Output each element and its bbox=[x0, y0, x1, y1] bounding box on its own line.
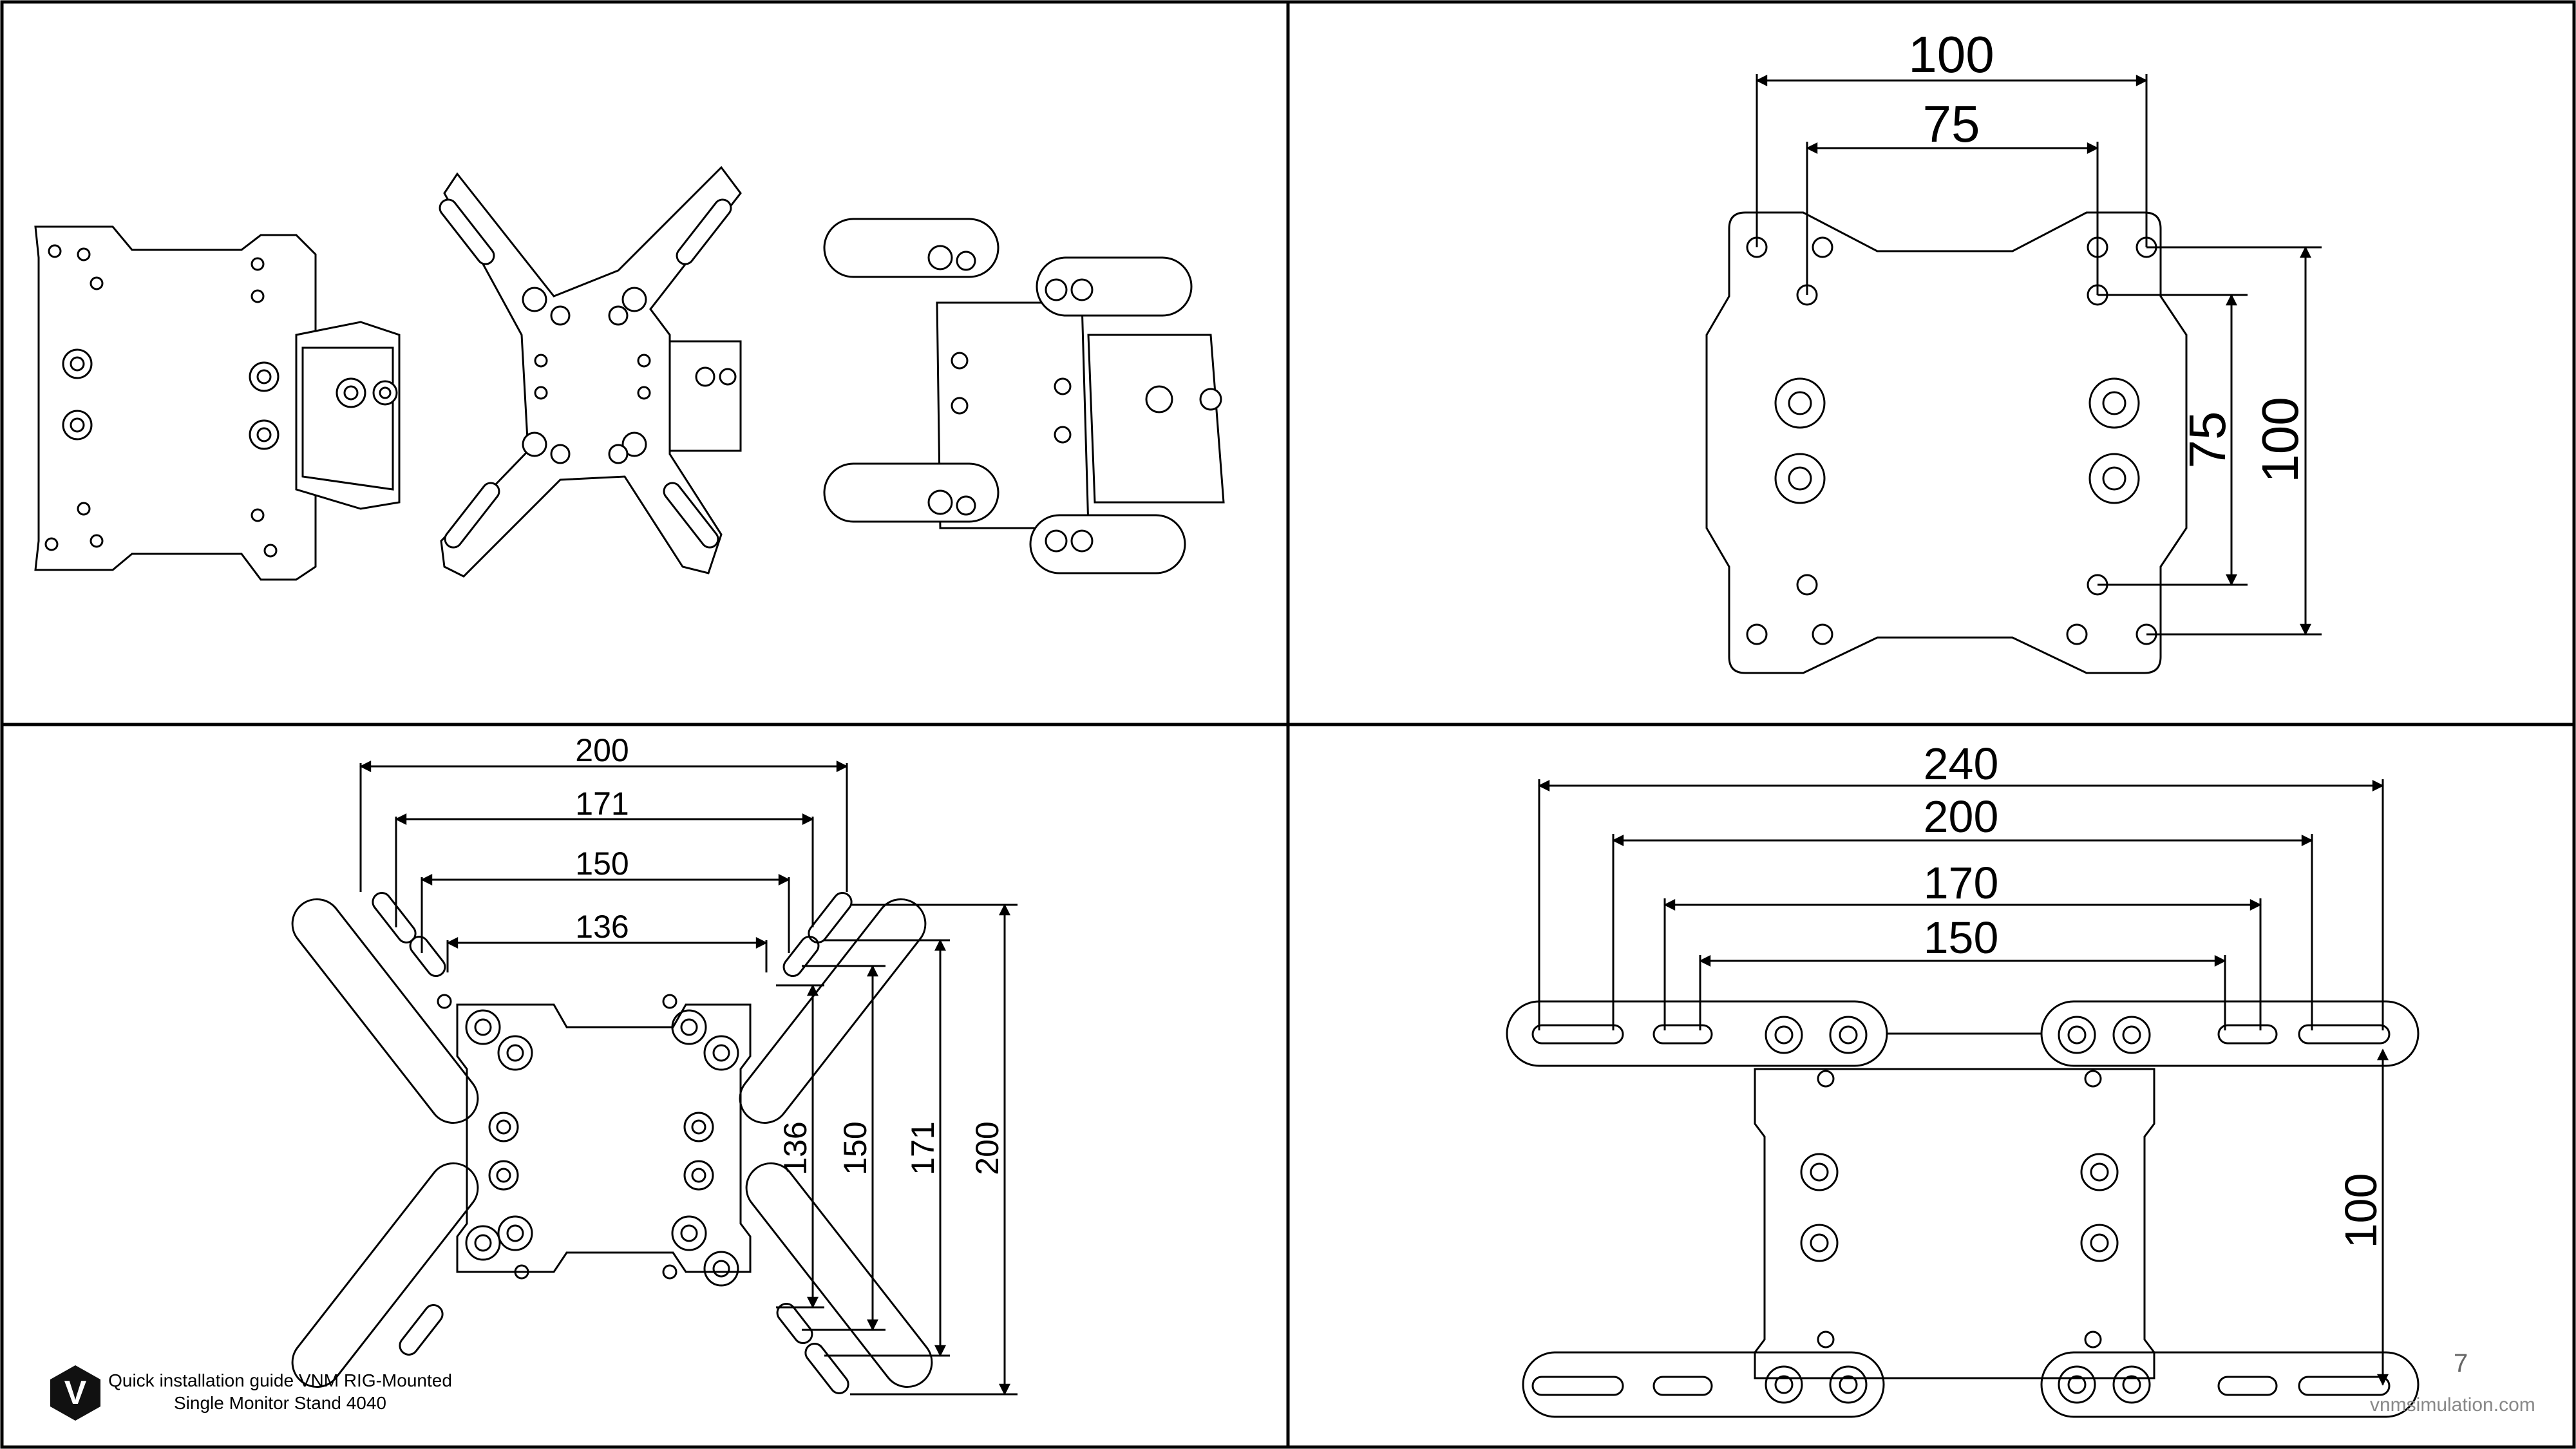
dim-height-136: 136 bbox=[777, 1121, 813, 1175]
dim-width-170: 170 bbox=[1924, 858, 1999, 908]
vnm-logo-icon: V bbox=[50, 1365, 100, 1421]
bracket-view-square-plate bbox=[34, 225, 401, 581]
panel-vesa-240: 240 200 170 150 100 bbox=[1506, 739, 2420, 1418]
guide-title: Quick installation guide VNM RIG-Mounted… bbox=[108, 1370, 452, 1413]
logo-letter: V bbox=[64, 1374, 87, 1412]
panel-bracket-views bbox=[34, 166, 1225, 581]
page-number: 7 bbox=[2454, 1349, 2468, 1378]
bracket-view-extension-plate bbox=[823, 218, 1225, 574]
panel-vesa-100: 100 75 75 100 bbox=[1705, 26, 2322, 674]
dim-height-171: 171 bbox=[905, 1121, 941, 1175]
dim-width-outer: 100 bbox=[1908, 26, 1994, 83]
square-plate-outline bbox=[1705, 211, 2188, 674]
dim-width-171: 171 bbox=[575, 786, 629, 822]
dim-width-136: 136 bbox=[575, 909, 629, 945]
dim-height-200: 200 bbox=[969, 1121, 1005, 1175]
dim-height-outer: 100 bbox=[2251, 397, 2309, 482]
extension-plate-outline bbox=[1506, 1000, 2420, 1418]
panel-vesa-200: 200 171 150 136 136 150 171 200 bbox=[291, 732, 1018, 1396]
dim-width-150: 150 bbox=[575, 846, 629, 882]
dim-width-inner: 75 bbox=[1923, 95, 1980, 153]
dim-width-200: 200 bbox=[575, 732, 629, 768]
dim-height-150: 150 bbox=[837, 1121, 873, 1175]
dim-width-150-ext: 150 bbox=[1924, 913, 1999, 963]
dim-width-200-ext: 200 bbox=[1924, 791, 1999, 842]
dim-width-240: 240 bbox=[1924, 739, 1999, 789]
dim-height-inner: 75 bbox=[2179, 412, 2236, 469]
website-link[interactable]: vnmsimulation.com bbox=[2370, 1394, 2535, 1416]
bracket-view-x-plate bbox=[439, 166, 742, 578]
dim-height-100-ext: 100 bbox=[2336, 1173, 2386, 1249]
